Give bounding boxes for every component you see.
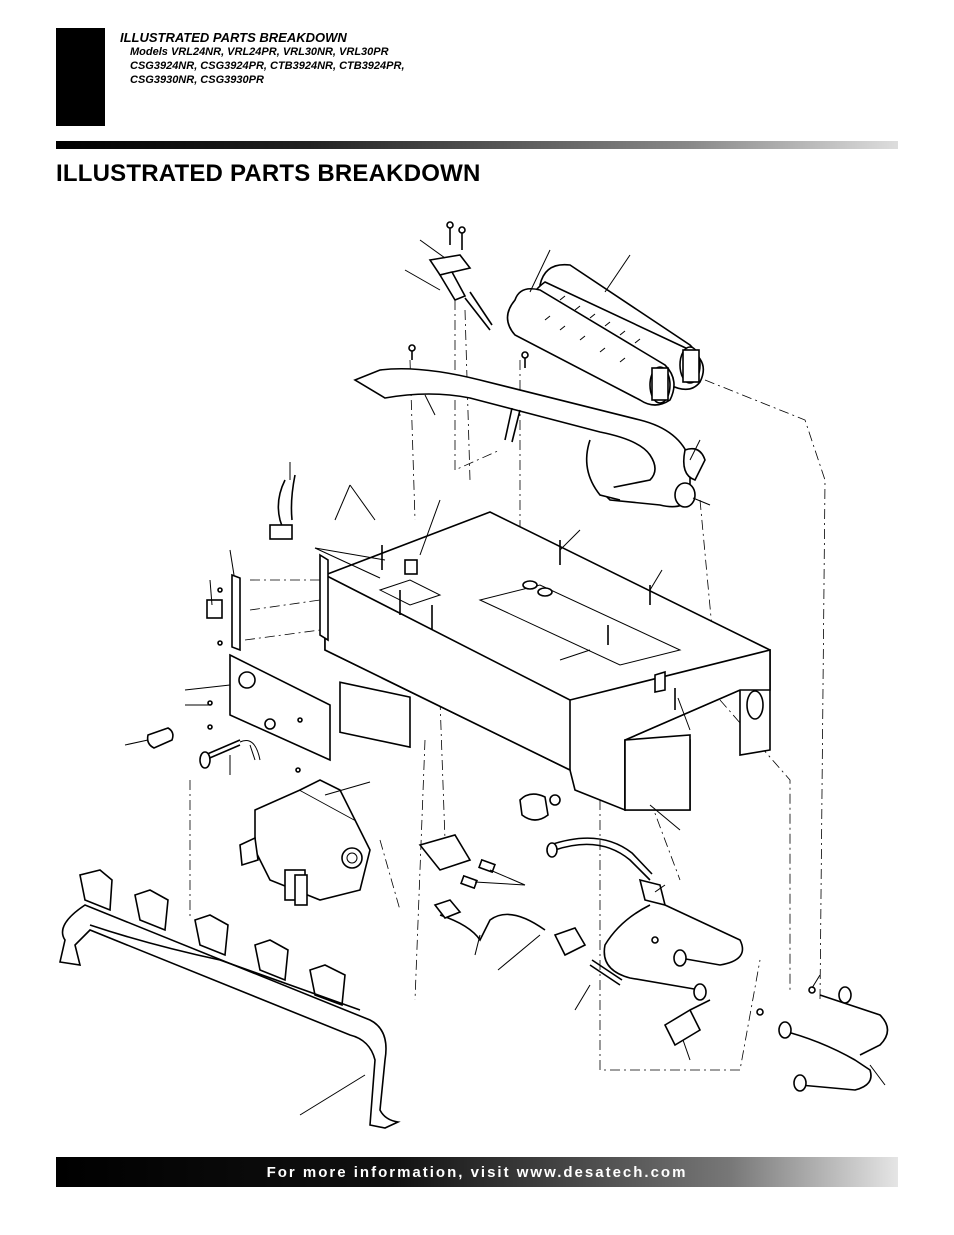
fireplace-grate xyxy=(59,869,401,1129)
page-title: ILLUSTRATED PARTS BREAKDOWN xyxy=(56,160,481,187)
parts-exploded-diagram xyxy=(59,221,889,1129)
header-divider-bar xyxy=(56,141,898,149)
wire-harness xyxy=(206,474,296,646)
footer-bar: For more information, visit www.desatech… xyxy=(56,1157,898,1187)
burner-chassis xyxy=(324,511,771,812)
header-models-line-2: CSG3924NR, CSG3924PR, CTB3924NR, CTB3924… xyxy=(130,60,405,72)
gas-tubing xyxy=(433,837,744,1001)
control-panel-plate xyxy=(229,553,331,762)
burner-tube xyxy=(353,344,706,508)
mounting-bracket xyxy=(418,834,496,890)
section-tab-block xyxy=(56,28,105,126)
leader-lines xyxy=(124,239,886,1116)
running-header: ILLUSTRATED PARTS BREAKDOWN Models VRL24… xyxy=(120,30,405,87)
fittings-right xyxy=(663,986,889,1092)
header-models-line-3: CSG3930NR, CSG3930PR xyxy=(130,74,264,86)
header-section-title: ILLUSTRATED PARTS BREAKDOWN xyxy=(120,30,347,45)
footer-info-text: For more information, visit www.desatech… xyxy=(266,1163,688,1181)
pilot-assembly xyxy=(428,221,493,331)
log-cylinders xyxy=(506,263,705,406)
igniter-parts xyxy=(146,700,301,773)
header-models-line-1: Models VRL24NR, VRL24PR, VRL30NR, VRL30P… xyxy=(130,46,389,58)
control-knob xyxy=(519,793,561,821)
gas-control-valve xyxy=(239,779,371,906)
